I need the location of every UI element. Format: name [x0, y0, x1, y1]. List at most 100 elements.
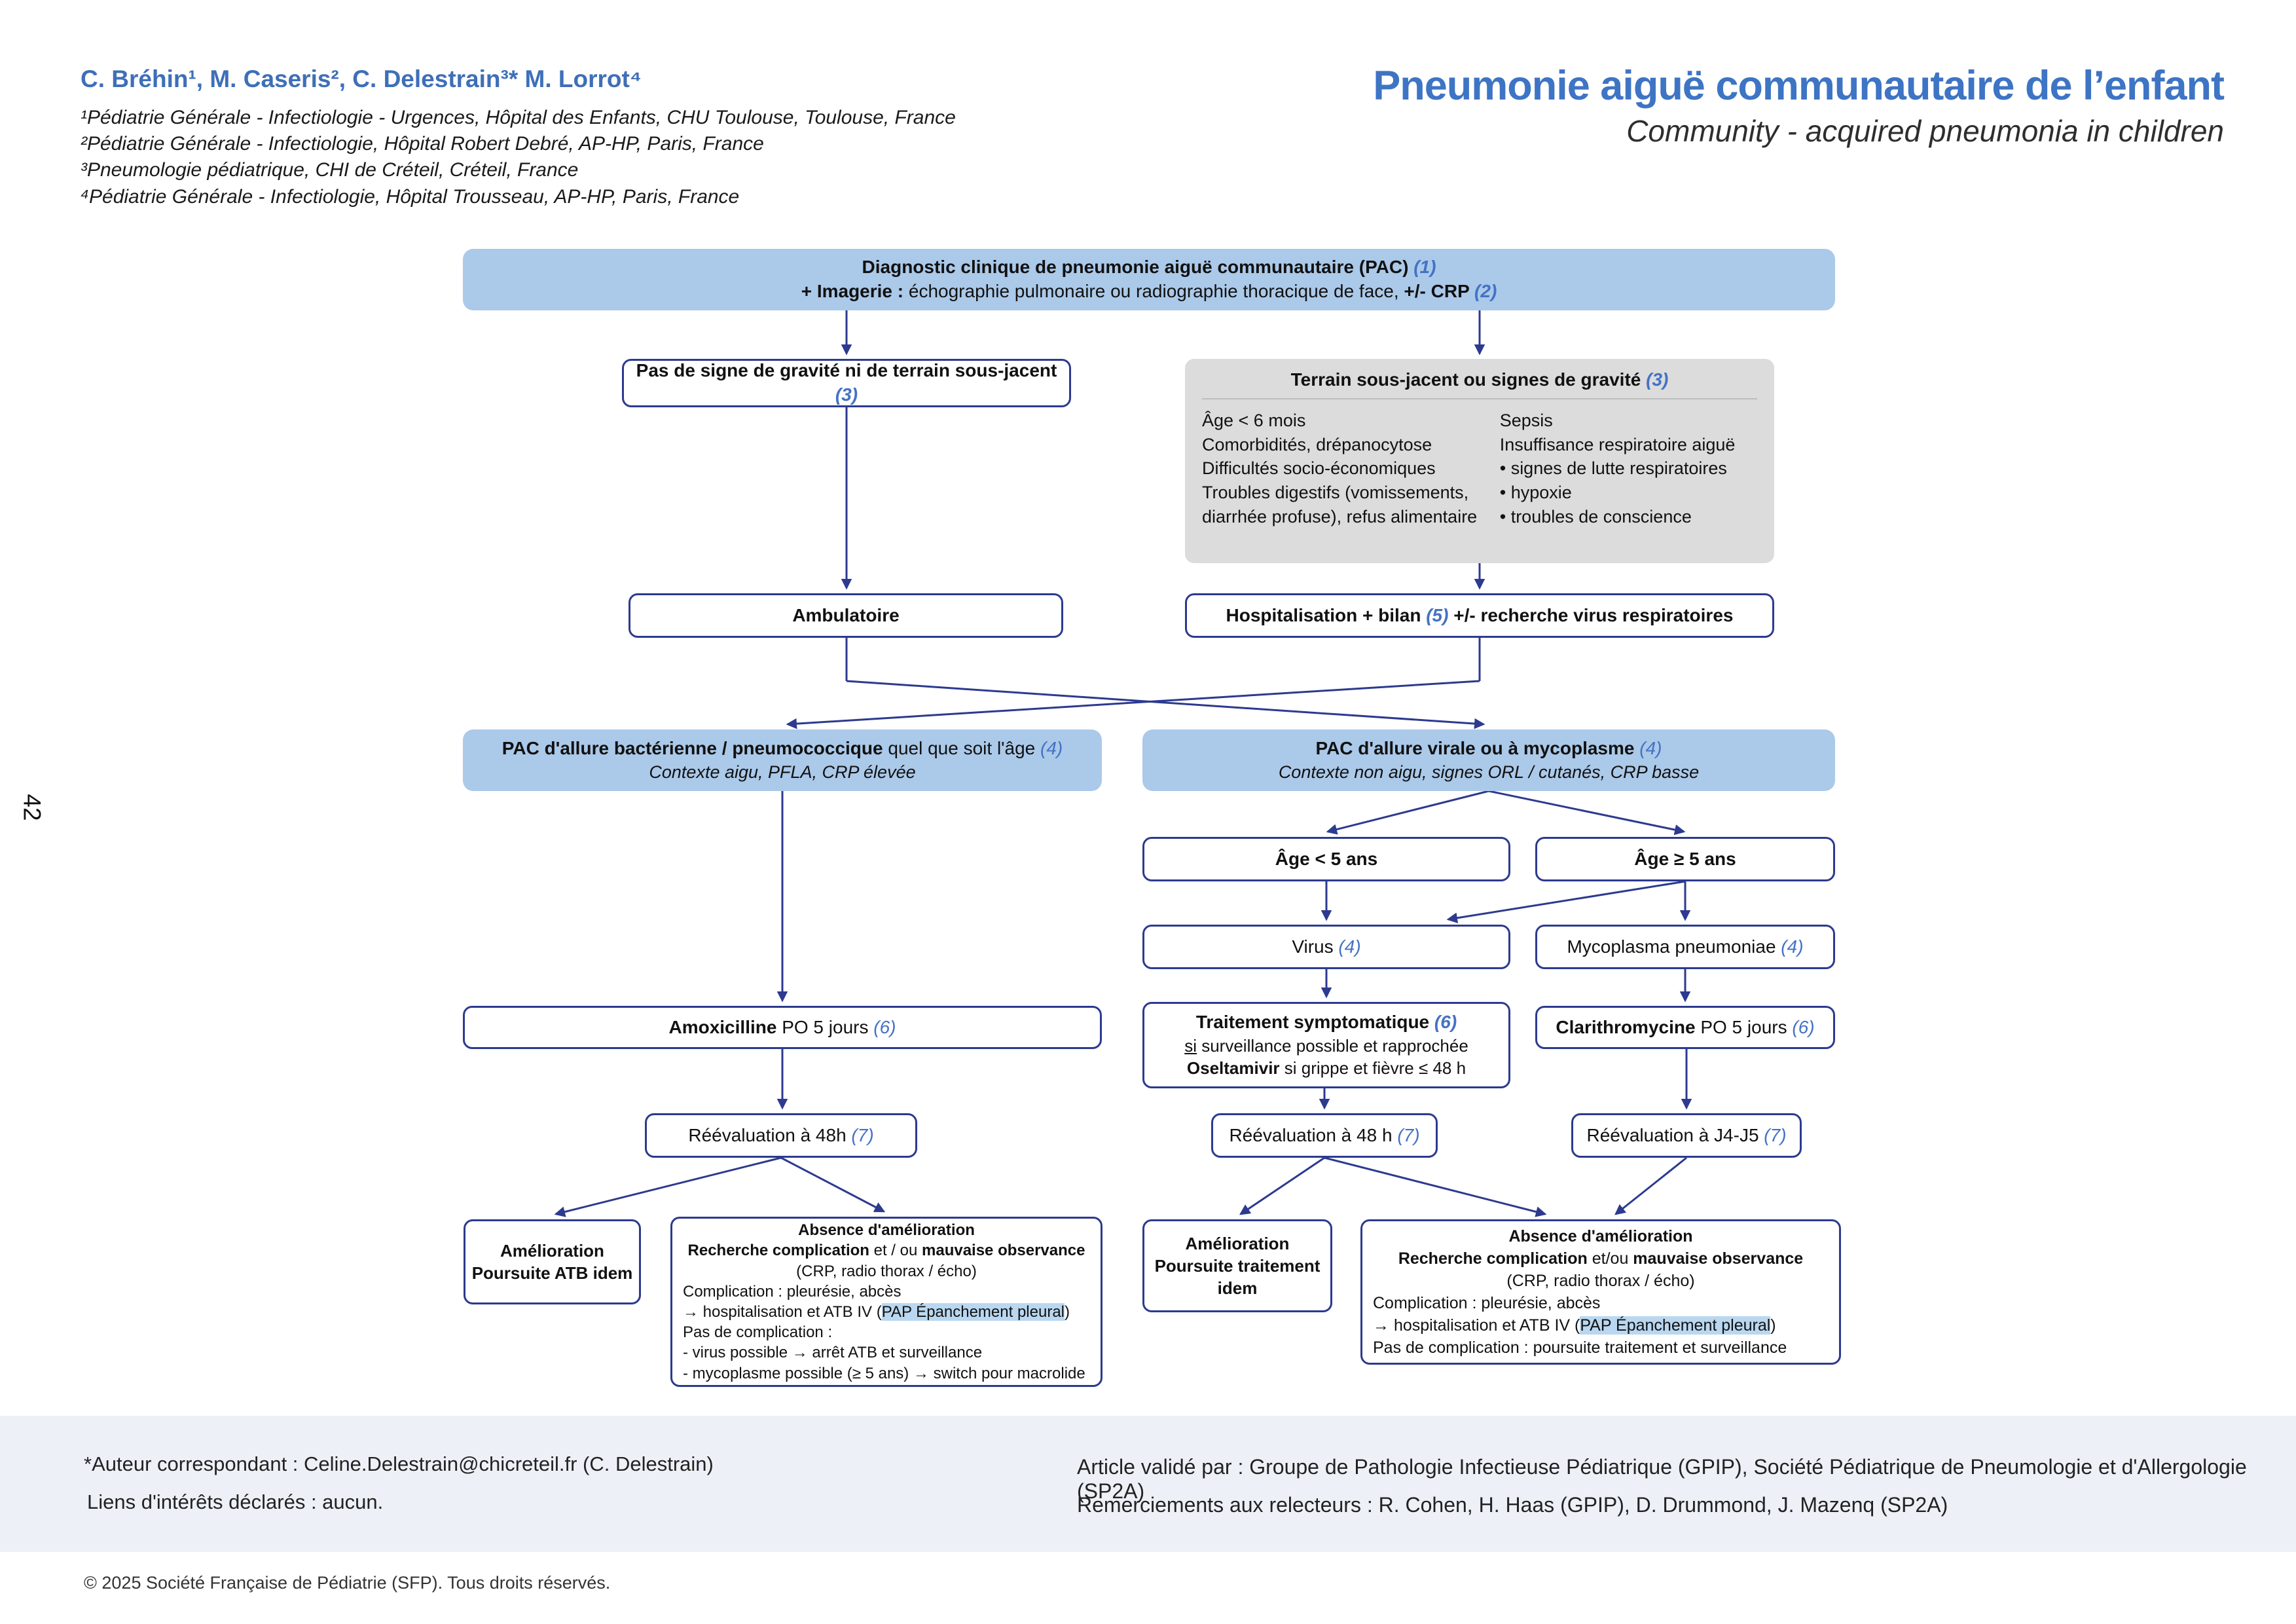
pac-bact-context: Contexte aigu, PFLA, CRP élevée — [649, 762, 916, 782]
noimprove2-search: Recherche complication — [1398, 1249, 1588, 1268]
ambulatory-text: Ambulatoire — [792, 604, 900, 625]
noimprove2-paren: ) — [1770, 1316, 1776, 1335]
pap-highlight-left: PAP Épanchement pleural — [881, 1303, 1065, 1321]
pac-viral-bold: PAC d'allure virale ou à mycoplasme — [1315, 737, 1640, 758]
noimprove1-nocomplication: Pas de complication : — [683, 1323, 833, 1342]
severity-col-terrain: Âge < 6 mois Comorbidités, drépanocytose… — [1202, 411, 1478, 526]
no-severity-text: Pas de signe de gravité ni de terrain so… — [636, 360, 1057, 381]
ref-4d: (4) — [1781, 936, 1804, 957]
noimprove2-title: Absence d'amélioration — [1508, 1227, 1693, 1246]
authors-line: C. Bréhin¹, M. Caseris², C. Delestrain³*… — [81, 65, 642, 92]
interests-line: Liens d'intérêts déclarés : aucun. — [87, 1490, 384, 1513]
improve2-line2: Poursuite traitement — [1154, 1255, 1321, 1276]
sympto-si: si — [1184, 1036, 1197, 1056]
node-improvement-right: Amélioration Poursuite traitement idem — [1142, 1219, 1332, 1312]
page-title: Pneumonie aiguë communautaire de l’enfan… — [1373, 63, 2225, 109]
footer-band — [0, 1416, 2296, 1552]
ref-7b: (7) — [1397, 1124, 1420, 1145]
node-no-improvement-left: Absence d'amélioration Recherche complic… — [670, 1217, 1102, 1387]
pac-bact-text: quel que soit l'âge — [883, 737, 1040, 758]
ref-6a: (6) — [873, 1016, 896, 1037]
noimprove1-search: Recherche complication — [687, 1242, 869, 1260]
noimprove1-hosp: → hospitalisation et ATB IV ( — [683, 1303, 882, 1321]
ref-1: (1) — [1413, 257, 1436, 278]
pac-viral-context: Contexte non aigu, signes ORL / cutanés,… — [1278, 762, 1700, 782]
ref-6b: (6) — [1434, 1012, 1457, 1033]
pap-highlight-right: PAP Épanchement pleural — [1580, 1316, 1771, 1335]
severity-header: Terrain sous-jacent ou signes de gravité… — [1202, 359, 1757, 399]
node-pac-viral: PAC d'allure virale ou à mycoplasme (4) … — [1142, 729, 1835, 791]
node-ambulatory: Ambulatoire — [629, 593, 1063, 638]
ref-6c: (6) — [1792, 1016, 1815, 1037]
noimprove1-etou: et / ou — [869, 1242, 922, 1260]
ref-3a: (3) — [835, 384, 858, 405]
oseltamivir-cond: si grippe et fièvre ≤ 48 h — [1279, 1058, 1467, 1079]
noimprove1-crp: (CRP, radio thorax / écho) — [796, 1262, 977, 1280]
improve1-line1: Amélioration — [500, 1240, 604, 1261]
affiliation-1: ¹Pédiatrie Générale - Infectiologie - Ur… — [81, 107, 956, 128]
noimprove2-complication: Complication : pleurésie, abcès — [1373, 1294, 1601, 1312]
node-reeval-48h-mid: Réévaluation à 48 h (7) — [1211, 1113, 1438, 1158]
reeval3-text: Réévaluation à J4-J5 — [1586, 1124, 1764, 1145]
node-diagnostic: Diagnostic clinique de pneumonie aiguë c… — [463, 249, 1835, 310]
noimprove2-nocomplication: Pas de complication : poursuite traiteme… — [1373, 1338, 1787, 1357]
virus-text: Virus — [1292, 936, 1339, 957]
title-block: Pneumonie aiguë communautaire de l’enfan… — [1373, 62, 2225, 149]
improve2-line3: idem — [1217, 1278, 1258, 1299]
ref-3b: (3) — [1646, 369, 1669, 390]
ref-7a: (7) — [851, 1124, 874, 1145]
noimprove2-hosp: → hospitalisation et ATB IV ( — [1373, 1316, 1580, 1335]
affiliation-3: ³Pneumologie pédiatrique, CHI de Créteil… — [81, 159, 579, 181]
thanks-line: Remerciements aux relecteurs : R. Cohen,… — [1077, 1493, 1948, 1517]
noimprove2-observance: mauvaise observance — [1633, 1249, 1804, 1268]
hospital-text-1: Hospitalisation + bilan — [1226, 604, 1427, 625]
oseltamivir-name: Oseltamivir — [1186, 1058, 1280, 1079]
node-symptomatic-treatment: Traitement symptomatique (6) si surveill… — [1142, 1002, 1510, 1088]
ref-4c: (4) — [1338, 936, 1361, 957]
reeval2-text: Réévaluation à 48 h — [1229, 1124, 1398, 1145]
page-subtitle: Community - acquired pneumonia in childr… — [1626, 114, 2224, 148]
improve2-line1: Amélioration — [1185, 1233, 1290, 1253]
ref-5: (5) — [1426, 604, 1449, 625]
pac-bact-bold: PAC d'allure bactérienne / pneumococciqu… — [501, 737, 883, 758]
noimprove1-title: Absence d'amélioration — [798, 1221, 975, 1240]
reeval1-text: Réévaluation à 48h — [688, 1124, 852, 1145]
noimprove1-complication: Complication : pleurésie, abcès — [683, 1282, 902, 1301]
age-over-5-text: Âge ≥ 5 ans — [1634, 848, 1736, 869]
diagnostic-text: Diagnostic clinique de pneumonie aiguë c… — [862, 257, 1414, 278]
ref-2: (2) — [1474, 281, 1497, 301]
imagerie-label: + Imagerie : — [801, 281, 904, 301]
imagerie-text: échographie pulmonaire ou radiographie t… — [903, 281, 1404, 301]
age-under-5-text: Âge < 5 ans — [1275, 848, 1378, 869]
noimprove1-myco: - mycoplasme possible (≥ 5 ans) → switch… — [683, 1364, 1085, 1382]
clarithromycin-dose: PO 5 jours — [1695, 1016, 1793, 1037]
severity-col-gravite: Sepsis Insuffisance respiratoire aiguë •… — [1499, 411, 1736, 526]
node-hospital: Hospitalisation + bilan (5) +/- recherch… — [1185, 593, 1774, 638]
affiliation-4: ⁴Pédiatrie Générale - Infectiologie, Hôp… — [81, 185, 740, 208]
ref-4a: (4) — [1040, 737, 1063, 758]
copyright-line: © 2025 Société Française de Pédiatrie (S… — [84, 1573, 611, 1593]
node-pac-bacterial: PAC d'allure bactérienne / pneumococciqu… — [463, 729, 1102, 791]
correspondent-line: *Auteur correspondant : Celine.Delestrai… — [84, 1452, 714, 1475]
amoxicillin-dose: PO 5 jours — [776, 1016, 874, 1037]
node-age-over-5: Âge ≥ 5 ans — [1535, 837, 1835, 881]
sympto-title: Traitement symptomatique — [1195, 1012, 1434, 1033]
validated-line: Article validé par : Groupe de Pathologi… — [1077, 1455, 2247, 1503]
severity-columns: Âge < 6 mois Comorbidités, drépanocytose… — [1202, 399, 1757, 540]
node-clarithromycin: Clarithromycine PO 5 jours (6) — [1535, 1006, 1835, 1049]
sympto-surveillance: surveillance possible et rapprochée — [1196, 1036, 1468, 1056]
node-reeval-48h-left: Réévaluation à 48h (7) — [645, 1113, 917, 1158]
noimprove2-etou: et/ou — [1587, 1249, 1633, 1268]
mycoplasma-text: Mycoplasma pneumoniae — [1567, 936, 1781, 957]
node-reeval-j4j5: Réévaluation à J4-J5 (7) — [1571, 1113, 1802, 1158]
affiliations: ¹Pédiatrie Générale - Infectiologie - Ur… — [81, 105, 956, 210]
node-severity: Terrain sous-jacent ou signes de gravité… — [1185, 359, 1774, 563]
node-no-severity: Pas de signe de gravité ni de terrain so… — [622, 359, 1071, 407]
node-improvement-left: Amélioration Poursuite ATB idem — [464, 1219, 641, 1304]
crp-label: +/- CRP — [1404, 281, 1475, 301]
noimprove1-virus: - virus possible → arrêt ATB et surveill… — [683, 1344, 983, 1362]
node-mycoplasma: Mycoplasma pneumoniae (4) — [1535, 925, 1835, 969]
noimprove2-crp: (CRP, radio thorax / écho) — [1506, 1272, 1695, 1290]
